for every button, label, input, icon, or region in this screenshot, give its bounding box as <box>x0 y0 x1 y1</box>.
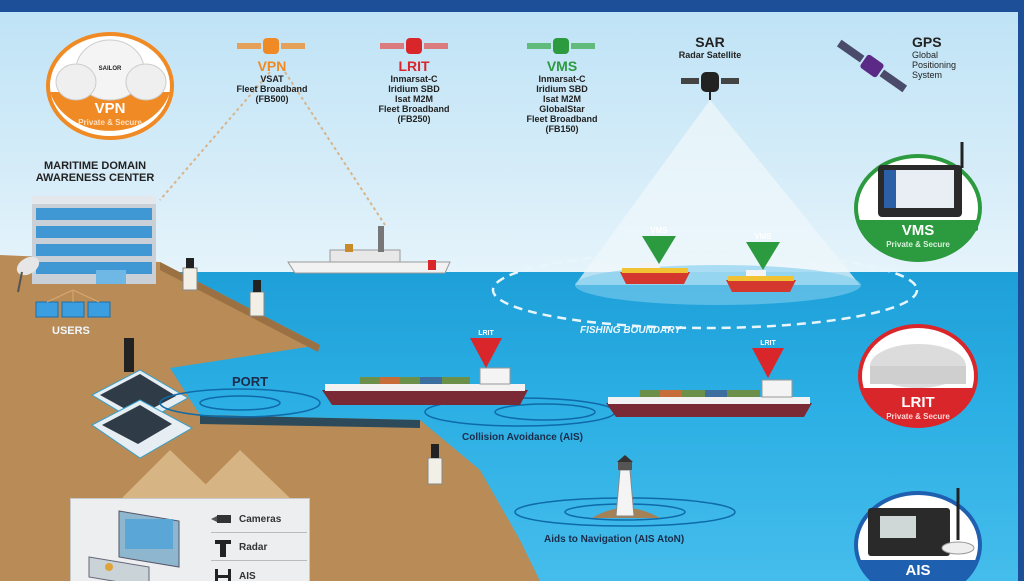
legend-item-radar: Radar <box>211 535 307 561</box>
gps-title: GPS <box>912 34 942 50</box>
gps-line: System <box>912 70 943 80</box>
vpn-line: (FB500) <box>255 94 289 104</box>
header-bar <box>0 0 1024 12</box>
cargo-ship-2 <box>606 379 812 417</box>
cargo-ship-1 <box>322 367 528 405</box>
gps-satellite-label: GPS Global Positioning System <box>912 34 992 80</box>
legend-item-ais: AIS <box>211 563 307 581</box>
vms-marker-2 <box>746 242 780 270</box>
vms-satellite-icon <box>527 38 595 54</box>
vpn-badge-subtitle: Private & Secure <box>78 118 142 127</box>
control-console-illustration <box>88 510 180 581</box>
port-label: PORT <box>232 374 269 389</box>
lrit-line: Iridium SBD <box>388 84 440 94</box>
legend-label-cameras: Cameras <box>239 514 282 525</box>
sar-line: Radar Satellite <box>678 50 742 60</box>
fishing-boat-1 <box>620 262 690 284</box>
legend-item-cameras: Cameras <box>211 507 307 533</box>
mda-center-line1: MARITIME DOMAIN <box>43 160 147 172</box>
fishing-boat-2 <box>726 270 796 292</box>
lrit-marker-label-1: LRIT <box>478 330 494 337</box>
sensor-legend: Cameras Radar AIS <box>70 498 310 581</box>
aids-to-navigation-label: Aids to Navigation (AIS AtoN) <box>544 534 685 545</box>
vms-line: Iridium SBD <box>536 84 588 94</box>
ais-badge-title: AIS <box>905 562 931 579</box>
coast-guard-ship <box>287 226 451 274</box>
lrit-marker-label-2: LRIT <box>760 340 776 347</box>
sar-satellite-icon <box>681 72 739 100</box>
lrit-title: LRIT <box>398 58 430 74</box>
lrit-satellite-icon <box>380 38 448 54</box>
vpn-badge <box>46 32 174 140</box>
legend-label-ais: AIS <box>239 570 256 581</box>
lrit-line: (FB250) <box>397 114 431 124</box>
fishing-boundary-label: FISHING BOUNDARY <box>580 325 681 336</box>
vms-badge <box>854 142 982 262</box>
lighthouse <box>592 455 660 518</box>
legend-label-radar: Radar <box>239 542 268 553</box>
vms-line: Inmarsat-C <box>538 74 586 84</box>
vms-badge-subtitle: Private & Secure <box>886 240 950 249</box>
sar-beam <box>575 100 860 285</box>
vpn-badge-title: VPN <box>94 100 126 117</box>
right-border <box>1018 12 1024 581</box>
sar-title: SAR <box>695 34 725 50</box>
vpn-satellite-icon <box>237 38 305 54</box>
gps-line: Positioning <box>912 60 957 70</box>
vms-marker-label-2: VMS <box>754 232 772 241</box>
sar-satellite-label: SAR Radar Satellite <box>670 34 750 60</box>
ais-badge <box>854 488 982 581</box>
vms-marker-label-1: VMS <box>650 226 668 235</box>
lrit-line: Isat M2M <box>394 94 433 104</box>
radar-icon <box>215 539 231 557</box>
vpn-badge-brand: SAILOR <box>98 66 122 72</box>
collision-avoidance-label: Collision Avoidance (AIS) <box>462 432 583 443</box>
vms-line: Fleet Broadband <box>526 114 598 124</box>
vms-line: GlobalStar <box>539 104 585 114</box>
vpn-line: VSAT <box>260 74 284 84</box>
gps-satellite-icon <box>836 39 908 93</box>
vpn-satellite-label: VPN VSAT Fleet Broadband (FB500) <box>224 58 320 104</box>
mda-center-line2: AWARENESS CENTER <box>35 172 155 184</box>
camera-icon <box>211 514 231 523</box>
vms-badge-title: VMS <box>901 222 935 239</box>
port-facility <box>90 369 194 459</box>
lrit-line: Fleet Broadband <box>378 104 450 114</box>
vms-satellite-label: VMS Inmarsat-C Iridium SBD Isat M2M Glob… <box>512 58 612 134</box>
vms-line: (FB150) <box>545 124 579 134</box>
mda-center-label: MARITIME DOMAIN AWARENESS CENTER <box>20 160 170 184</box>
gps-line: Global <box>912 50 939 60</box>
vms-title: VMS <box>546 58 578 74</box>
lrit-satellite-label: LRIT Inmarsat-C Iridium SBD Isat M2M Fle… <box>366 58 462 124</box>
lrit-marker-1 <box>470 338 502 368</box>
users-monitors <box>35 289 111 318</box>
vpn-title: VPN <box>257 58 287 74</box>
lrit-line: Inmarsat-C <box>390 74 438 84</box>
vms-line: Isat M2M <box>542 94 581 104</box>
fishing-boundary-line <box>491 250 919 330</box>
lrit-badge-subtitle: Private & Secure <box>886 412 950 421</box>
lrit-badge <box>858 324 978 428</box>
vms-marker-1 <box>642 236 676 264</box>
lrit-badge-title: LRIT <box>901 394 935 411</box>
ais-antenna-icon <box>215 569 231 581</box>
mda-building <box>32 196 156 284</box>
vpn-line: Fleet Broadband <box>236 84 308 94</box>
users-label: USERS <box>52 325 90 337</box>
lrit-marker-2 <box>752 348 784 378</box>
